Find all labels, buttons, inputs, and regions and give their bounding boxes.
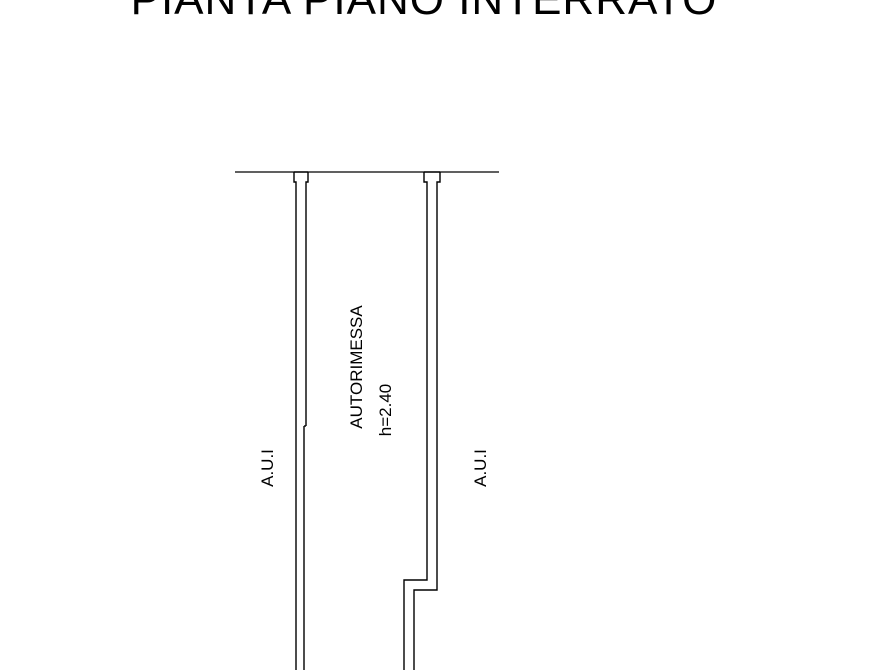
room-height: h=2.40	[376, 384, 395, 436]
neighbor-label-right: A.U.I	[471, 449, 490, 487]
right-wall	[403, 171, 441, 670]
plan-title: PIANTA PIANO INTERRATO	[131, 0, 718, 24]
room-name-autorimessa: AUTORIMESSA	[347, 305, 366, 429]
left-wall	[293, 171, 309, 670]
neighbor-label-left: A.U.I	[258, 449, 277, 487]
